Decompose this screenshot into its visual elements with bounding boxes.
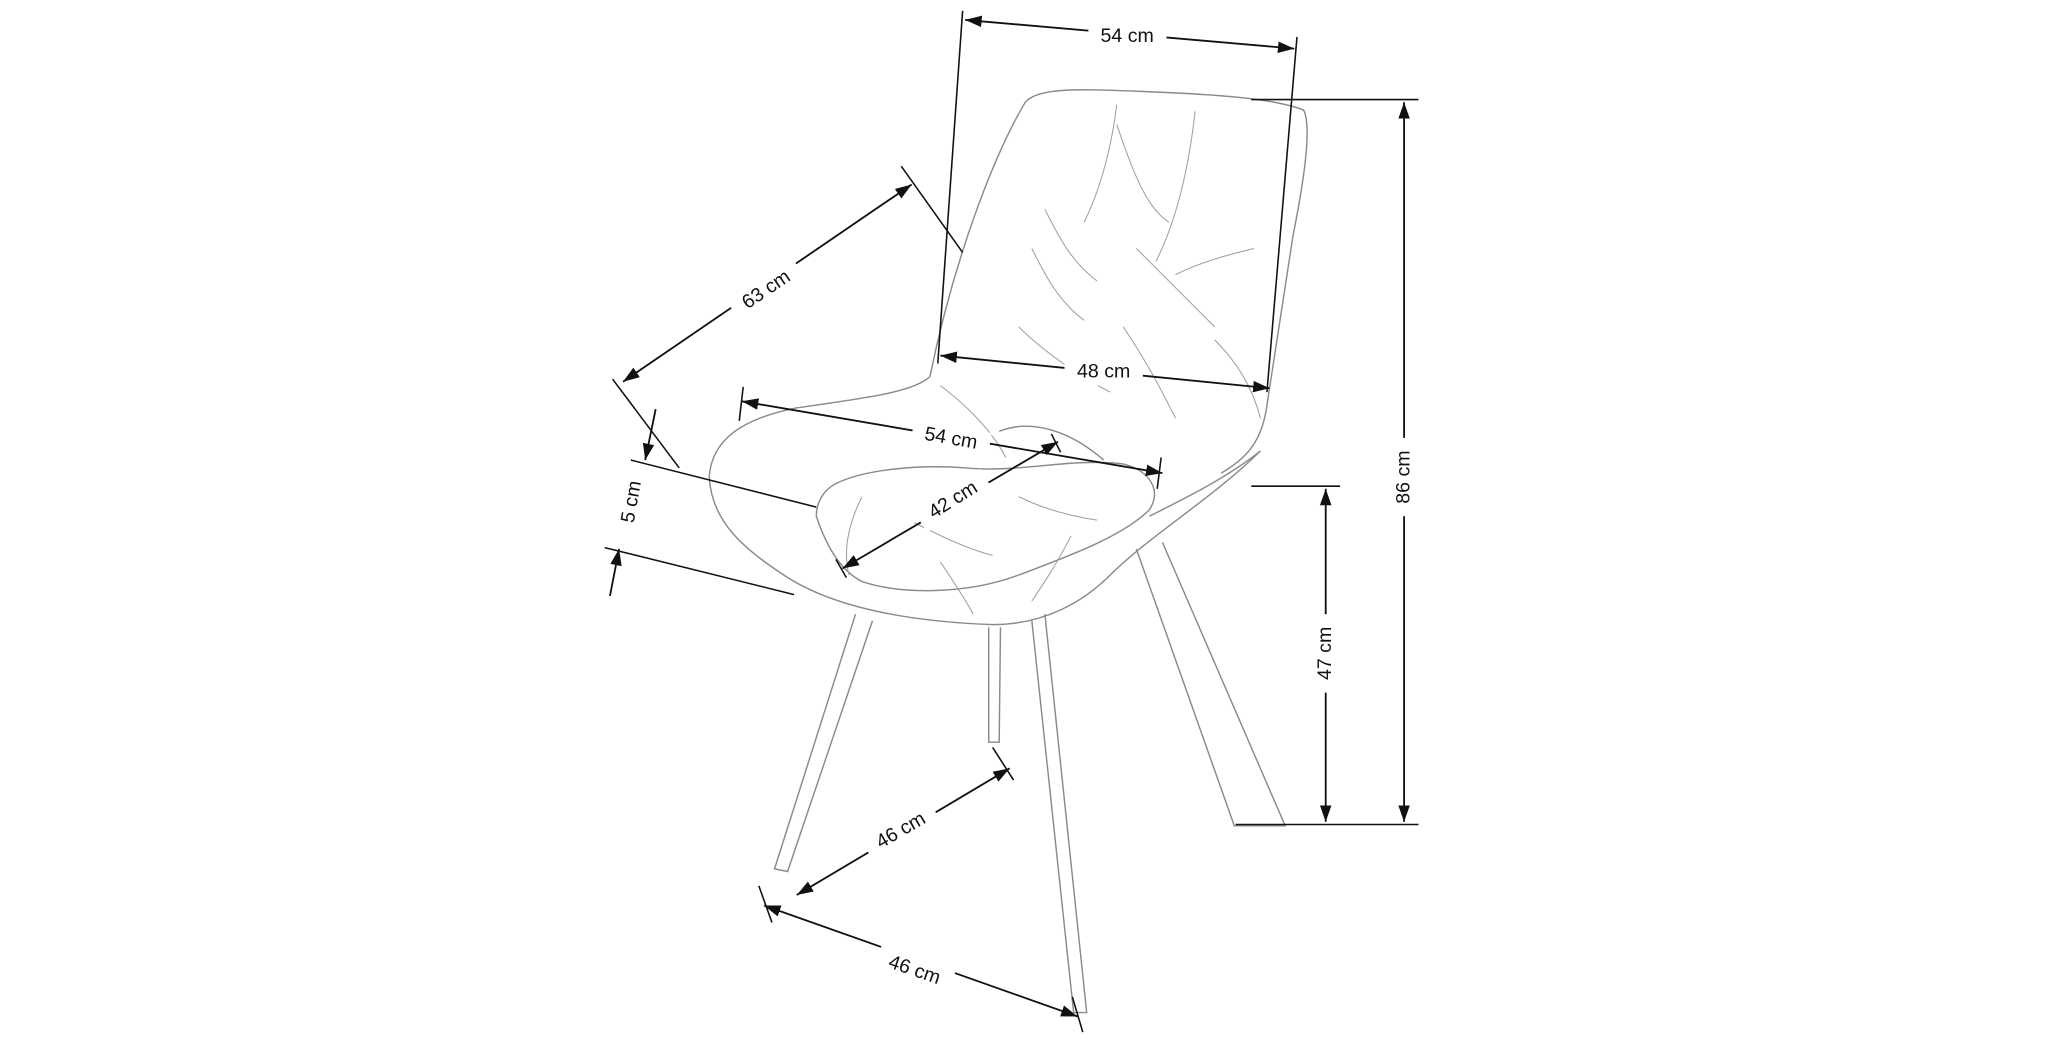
dimension-depth-total: 63 cm [611, 165, 964, 469]
label-back-inner-width: 48 cm [1077, 361, 1130, 383]
dimension-back-inner-width: 48 cm [940, 351, 1270, 393]
dimension-back-top-width: 54 cm [937, 10, 1298, 393]
label-seat-width: 54 cm [923, 423, 979, 454]
dimension-total-height: 86 cm [1235, 98, 1419, 826]
label-seat-depth: 42 cm [925, 476, 982, 523]
chair-legs [773, 542, 1287, 1014]
label-seat-height: 47 cm [1314, 627, 1336, 680]
chair-armrest-right [998, 425, 1261, 517]
dimension-seat-height: 47 cm [1251, 485, 1341, 822]
chair-drawing [708, 89, 1308, 1014]
label-total-height: 86 cm [1392, 450, 1414, 503]
label-back-top-width: 54 cm [1101, 25, 1154, 47]
dimension-seat-depth: 42 cm [835, 433, 1062, 579]
dimension-seat-width: 54 cm [738, 386, 1163, 489]
dimension-leg-span-side: 46 cm [796, 746, 1015, 896]
label-seat-thickness: 5 cm [617, 479, 646, 525]
dimension-seat-thickness: 5 cm [604, 408, 817, 597]
chair-backrest [929, 89, 1308, 474]
dimension-leg-span-front: 46 cm [758, 885, 1084, 1033]
chair-tufting [845, 104, 1261, 615]
